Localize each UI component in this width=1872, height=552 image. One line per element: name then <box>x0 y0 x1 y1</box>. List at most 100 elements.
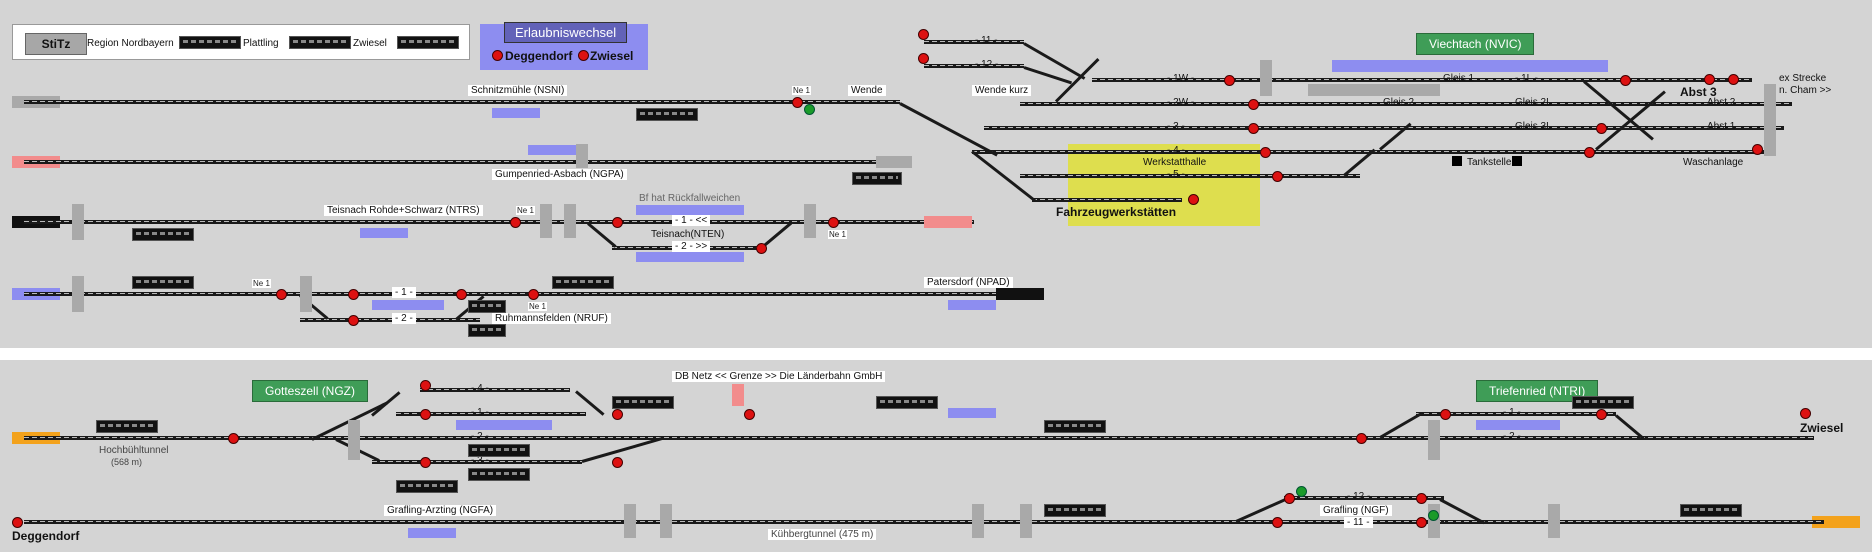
signal[interactable] <box>1284 493 1295 504</box>
track-schnitzmuehle[interactable] <box>24 100 900 104</box>
ngz-track-1[interactable]: - 1 - <box>471 407 489 418</box>
train-display[interactable] <box>96 420 158 433</box>
track-1l-label[interactable]: - 1L - <box>1515 73 1538 84</box>
switch[interactable] <box>1379 412 1423 439</box>
deggendorf-signal[interactable] <box>12 517 23 528</box>
track-3[interactable] <box>984 126 1784 130</box>
signal[interactable] <box>756 243 767 254</box>
track-12[interactable] <box>924 64 1024 68</box>
signal[interactable] <box>804 104 815 115</box>
signal[interactable] <box>420 409 431 420</box>
signal[interactable] <box>1620 75 1631 86</box>
erlaubnis-zwiesel[interactable]: Zwiesel <box>590 49 634 63</box>
ngz-track-3[interactable]: - 3 - <box>471 455 489 466</box>
fahrzeugwerkstaetten-label[interactable]: Fahrzeugwerkstätten <box>1056 205 1177 219</box>
train-display[interactable] <box>132 228 194 241</box>
signal[interactable] <box>276 289 287 300</box>
erlaubnis-title[interactable]: Erlaubniswechsel <box>504 22 628 43</box>
signal[interactable] <box>1440 409 1451 420</box>
track-5[interactable] <box>1020 174 1360 178</box>
abst-3[interactable]: Abst 3 <box>1680 85 1717 99</box>
track-gleis2[interactable] <box>1392 102 1792 106</box>
track-ngz-1[interactable] <box>396 412 586 416</box>
track-werkstatt[interactable] <box>1032 198 1182 202</box>
station-viechtach[interactable]: Viechtach (NVIC) <box>1416 33 1535 55</box>
stitz-button[interactable]: StiTz <box>25 33 87 55</box>
zwiesel-signal[interactable] <box>1800 408 1811 419</box>
gleis-2[interactable]: Gleis 2 <box>1383 97 1415 108</box>
train-display[interactable] <box>1572 396 1634 409</box>
track-1l[interactable] <box>1392 78 1752 82</box>
signal[interactable] <box>348 289 359 300</box>
teisnach-track-2[interactable]: - 2 - >> <box>672 241 711 252</box>
ngz-track-4[interactable]: - 4 - <box>471 383 489 394</box>
signal[interactable] <box>792 97 803 108</box>
track-12-label[interactable]: - 12 - <box>975 59 999 70</box>
train-display[interactable] <box>1044 504 1106 517</box>
signal-ruf[interactable] <box>1752 144 1763 155</box>
erlaubnis-deggendorf[interactable]: Deggendorf <box>505 49 573 63</box>
signal[interactable] <box>1596 123 1607 134</box>
signal[interactable] <box>1428 510 1439 521</box>
signal[interactable] <box>744 409 755 420</box>
track-4-label[interactable]: - 4 - <box>1167 145 1185 156</box>
signal[interactable] <box>918 53 929 64</box>
gleis-3l[interactable]: Gleis 3L <box>1515 121 1552 132</box>
signal-abst[interactable] <box>1728 74 1739 85</box>
track-ngz-4[interactable] <box>420 388 570 392</box>
train-display[interactable] <box>1680 504 1742 517</box>
signal[interactable] <box>828 217 839 228</box>
track-11-label[interactable]: - 11 - <box>975 35 998 46</box>
signal[interactable] <box>612 457 623 468</box>
track-3-label[interactable]: - 3 - <box>1167 121 1185 132</box>
train-display[interactable] <box>468 300 506 313</box>
track-gumpenried[interactable] <box>24 160 900 164</box>
switch[interactable] <box>1023 42 1086 80</box>
signal[interactable] <box>1296 486 1307 497</box>
track-11[interactable] <box>924 40 1024 44</box>
signal[interactable] <box>1416 517 1427 528</box>
train-display[interactable] <box>396 480 458 493</box>
signal[interactable] <box>918 29 929 40</box>
erlaubnis-signal[interactable] <box>492 50 503 61</box>
signal[interactable] <box>420 380 431 391</box>
train-display[interactable] <box>468 444 530 457</box>
track-ruf-2[interactable] <box>300 318 480 322</box>
ntri-track-1[interactable]: - 1 - <box>1503 407 1521 418</box>
train-display[interactable] <box>468 324 506 337</box>
ruf-track-2[interactable]: - 2 - <box>392 313 416 324</box>
track-ntri-1[interactable] <box>1416 412 1616 416</box>
station-gotteszell[interactable]: Gotteszell (NGZ) <box>252 380 369 402</box>
signal[interactable] <box>612 409 623 420</box>
signal[interactable] <box>1248 99 1259 110</box>
deggendorf-label[interactable]: Deggendorf <box>12 529 80 543</box>
train-display[interactable] <box>852 172 902 185</box>
track-main-upper[interactable] <box>24 436 1814 440</box>
signal[interactable] <box>456 289 467 300</box>
signal[interactable] <box>1260 147 1271 158</box>
signal[interactable] <box>420 457 431 468</box>
track-2w[interactable] <box>1020 102 1392 106</box>
signal[interactable] <box>528 289 539 300</box>
erlaubnis-signal[interactable] <box>578 50 589 61</box>
teisnach-track-1[interactable]: - 1 - << <box>672 215 711 226</box>
train-display[interactable] <box>876 396 938 409</box>
station-triefenried[interactable]: Triefenried (NTRI) <box>1476 380 1599 402</box>
ngz-track-2[interactable]: - 2 - <box>471 431 489 442</box>
signal[interactable] <box>1596 409 1607 420</box>
signal[interactable] <box>1356 433 1367 444</box>
train-display[interactable] <box>552 276 614 289</box>
switch[interactable] <box>1235 495 1292 523</box>
train-display[interactable] <box>1044 420 1106 433</box>
train-display[interactable] <box>132 276 194 289</box>
ntri-track-2[interactable]: - 2 - <box>1503 431 1521 442</box>
signal[interactable] <box>1272 517 1283 528</box>
signal[interactable] <box>1248 123 1259 134</box>
signal[interactable] <box>612 217 623 228</box>
track-ngf-12[interactable] <box>1284 496 1444 500</box>
track-1w[interactable] <box>1092 78 1392 82</box>
signal-abst[interactable] <box>1704 74 1715 85</box>
signal[interactable] <box>1416 493 1427 504</box>
gleis-2l[interactable]: Gleis 2L <box>1515 97 1552 108</box>
track-main-lower[interactable] <box>24 520 1824 524</box>
